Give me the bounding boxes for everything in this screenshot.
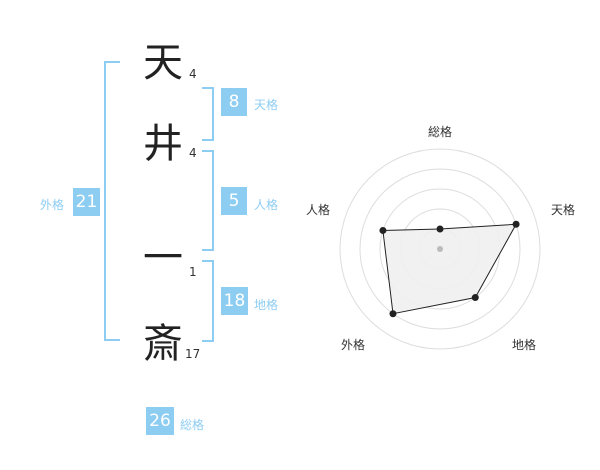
stroke-count-4: 17 [185,347,201,361]
name-char-4: 斎 [143,321,183,367]
name-char-3: 一 [143,235,183,281]
tenkaku-label: 天格 [254,98,279,112]
radar-label-tenkaku: 天格 [551,203,576,217]
gaikaku-score: 21 [73,188,100,216]
stroke-count-1: 4 [189,67,197,81]
chikaku-score: 18 [221,287,248,315]
jinkaku-score: 5 [221,187,247,215]
radar-point [436,225,444,233]
radar-point [379,226,387,234]
radar-center [437,246,443,252]
chikaku-bracket [202,260,214,342]
radar-point [389,310,397,318]
tenkaku-score: 8 [221,88,247,116]
name-char-2: 井 [143,121,183,167]
radar-label-soukaku: 総格 [428,125,453,139]
soukaku-label: 総格 [180,418,205,432]
radar-point [512,220,520,228]
jinkaku-bracket [202,150,214,251]
radar-point [471,294,479,302]
stroke-count-3: 1 [189,265,197,279]
radar-ring [339,148,541,350]
outer-bracket [104,61,120,341]
soukaku-score: 26 [146,407,174,435]
radar-label-jinkaku: 人格 [306,203,331,217]
radar-ring [359,168,521,330]
radar-label-gaikaku: 外格 [341,338,366,352]
radar-area [382,223,517,315]
chikaku-label: 地格 [254,298,279,312]
name-char-1: 天 [143,40,183,86]
jinkaku-label: 人格 [254,198,279,212]
gaikaku-label: 外格 [40,198,65,212]
radar-label-chikaku: 地格 [512,338,537,352]
radar-points [379,220,520,318]
stroke-count-2: 4 [189,146,197,160]
tenkaku-bracket [202,87,214,141]
